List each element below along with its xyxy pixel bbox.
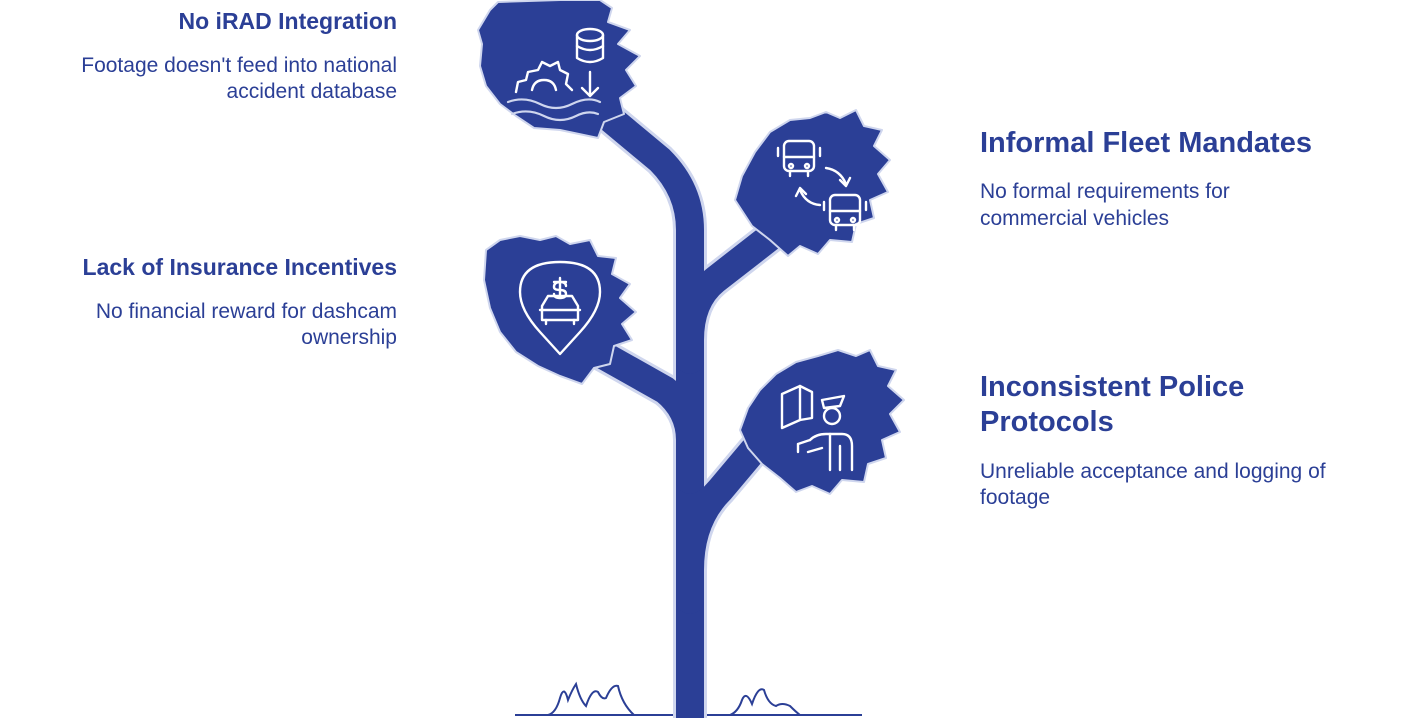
- leaf-lower-right: [739, 349, 905, 495]
- item-description: No formal requirements for commercial ve…: [980, 179, 1312, 232]
- police-officer-document-icon: [780, 384, 854, 472]
- item-description-line: commercial vehicles: [980, 206, 1170, 230]
- leaf-veins: [506, 98, 602, 122]
- item-description-line: ownership: [301, 326, 397, 350]
- database-gear-flood-icon: [514, 27, 605, 98]
- item-title: Lack of Insurance Incentives: [82, 254, 397, 280]
- item-description-line: footage: [980, 486, 1051, 509]
- item-title: Inconsistent Police Protocols: [980, 370, 1326, 441]
- item-description-line: Unreliable acceptance and logging of: [980, 459, 1326, 483]
- item-description-line: No formal requirements for: [980, 180, 1230, 204]
- item-description-line: Footage doesn't feed into national: [81, 54, 397, 77]
- item-description-line: accident database: [226, 80, 397, 104]
- item-police: Inconsistent Police Protocols Unreliable…: [980, 370, 1326, 511]
- item-description: No financial reward for dashcam ownershi…: [83, 299, 397, 352]
- item-description-line: No financial reward for dashcam: [95, 300, 397, 323]
- bus-swap-icon: [776, 139, 868, 232]
- item-description: Footage doesn't feed into national accid…: [81, 53, 397, 106]
- item-fleet: Informal Fleet Mandates No formal requir…: [980, 126, 1312, 232]
- item-title-line: Inconsistent Police: [980, 371, 1245, 403]
- item-title: No iRAD Integration: [178, 8, 398, 34]
- item-description: Unreliable acceptance and logging of foo…: [980, 459, 1326, 512]
- item-insurance: Lack of Insurance Incentives No financia…: [83, 254, 397, 352]
- item-title-line: Protocols: [980, 406, 1114, 439]
- item-title: Informal Fleet Mandates: [980, 127, 1312, 159]
- car-dollar-pin-icon: [518, 260, 602, 356]
- branches: [568, 93, 817, 718]
- item-irad: No iRAD Integration Footage doesn't feed…: [81, 8, 397, 106]
